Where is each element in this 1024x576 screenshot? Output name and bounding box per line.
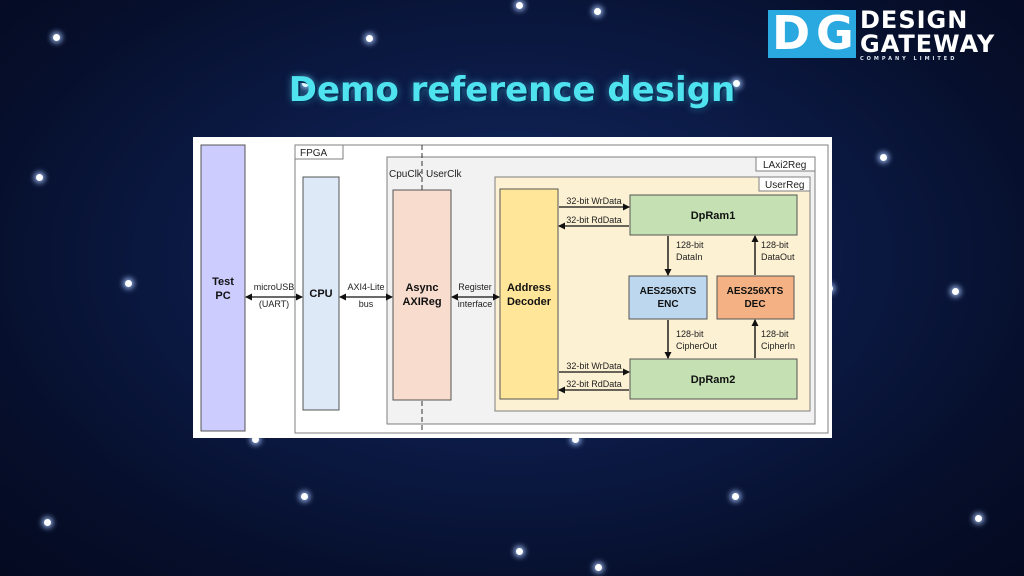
microusb-label-1: microUSB (254, 282, 295, 292)
fpga-tab (294, 144, 344, 160)
logo-word-design: DESIGN (860, 6, 969, 34)
test-pc-label-1: Test (212, 276, 234, 288)
star-dot (594, 8, 601, 15)
datain-label-1: 128-bit (676, 240, 704, 250)
cipherin-label-2: CipherIn (761, 341, 795, 351)
star-dot (252, 436, 259, 443)
star-dot (595, 564, 602, 571)
reg-label-1: Register (458, 282, 492, 292)
star-dot (301, 493, 308, 500)
star-dot (952, 288, 959, 295)
dpram1-rddata-label: 32-bit RdData (566, 215, 622, 225)
logo-mark: D G (768, 6, 856, 60)
star-dot (733, 80, 740, 87)
cipherout-label-2: CipherOut (676, 341, 718, 351)
dataout-label-2: DataOut (761, 252, 795, 262)
logo-word-company: COMPANY LIMITED (860, 56, 958, 62)
aes-enc-block (628, 275, 708, 320)
star-dot (516, 2, 523, 9)
decoder-label-1: Address (507, 282, 551, 294)
address-decoder-block (499, 188, 559, 400)
axi-label-2: bus (359, 299, 374, 309)
dpram2-block (629, 358, 798, 400)
block-diagram: FPGA LAxi2Reg CpuClk UserClk UserReg Tes… (200, 144, 829, 434)
dpram2-label: DpRam2 (691, 374, 736, 386)
userreg-label: UserReg (765, 180, 804, 191)
async-label-2: AXIReg (402, 296, 441, 308)
logo-wordmark: DESIGN GATEWAY COMPANY LIMITED (860, 8, 995, 62)
decoder-label-2: Decoder (507, 296, 552, 308)
async-axireg-block (392, 189, 452, 401)
microusb-label-2: (UART) (259, 299, 289, 309)
test-pc-block (200, 144, 246, 432)
dec-label-2: DEC (744, 299, 765, 310)
cipherin-label-1: 128-bit (761, 329, 789, 339)
enc-label-2: ENC (657, 299, 678, 310)
star-dot (302, 80, 309, 87)
aes-dec-block (716, 275, 795, 320)
star-dot (880, 154, 887, 161)
logo-word-gateway: GATEWAY (860, 30, 996, 58)
userclk-label: UserClk (426, 169, 463, 180)
datain-label-2: DataIn (676, 252, 703, 262)
star-dot (44, 519, 51, 526)
dpram1-block (629, 194, 798, 236)
star-dot (732, 493, 739, 500)
star-dot (572, 436, 579, 443)
logo-letter-d: D (772, 6, 811, 60)
enc-label-1: AES256XTS (640, 286, 697, 297)
cpu-label: CPU (309, 288, 332, 300)
test-pc-label-2: PC (215, 290, 230, 302)
dataout-label-1: 128-bit (761, 240, 789, 250)
dpram2-wrdata-label: 32-bit WrData (566, 361, 621, 371)
userreg-tab (758, 176, 811, 192)
star-dot (36, 174, 43, 181)
axi-label-1: AXI4-Lite (347, 282, 384, 292)
async-label-1: Async (405, 282, 438, 294)
reg-label-2: interface (458, 299, 493, 309)
dpram1-label: DpRam1 (691, 210, 736, 222)
laxi2reg-label: LAxi2Reg (763, 160, 806, 171)
star-dot (53, 34, 60, 41)
laxi2reg-tab (755, 156, 816, 172)
cpuclk-label: CpuClk (389, 169, 423, 180)
fpga-label: FPGA (300, 148, 328, 159)
star-dot (366, 35, 373, 42)
star-dot (125, 280, 132, 287)
design-gateway-logo: D G DESIGN GATEWAY COMPANY LIMITED (768, 6, 1014, 62)
star-dot (975, 515, 982, 522)
slide-title: Demo reference design (288, 70, 736, 110)
dpram2-rddata-label: 32-bit RdData (566, 379, 622, 389)
cpu-block (302, 176, 340, 411)
star-dot (516, 548, 523, 555)
dpram1-wrdata-label: 32-bit WrData (566, 196, 621, 206)
diagram-panel: FPGA LAxi2Reg CpuClk UserClk UserReg Tes… (193, 137, 832, 438)
cipherout-label-1: 128-bit (676, 329, 704, 339)
dec-label-1: AES256XTS (727, 286, 784, 297)
logo-letter-g: G (816, 6, 854, 60)
